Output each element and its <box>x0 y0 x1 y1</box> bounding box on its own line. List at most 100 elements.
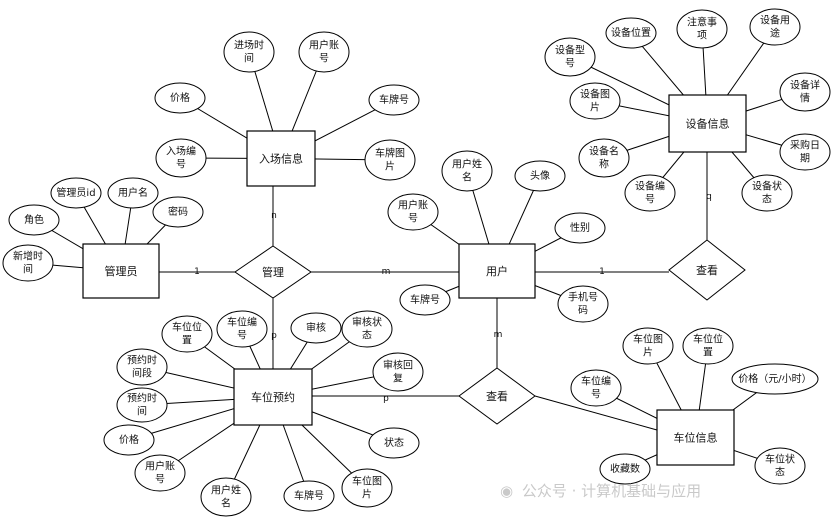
attribute-ellipse <box>161 315 213 353</box>
attribute-label: 角色 <box>24 213 44 226</box>
attribute-ellipse <box>290 312 342 344</box>
attribute-label: 预约时间 <box>127 391 157 417</box>
attribute-label: 设备状态 <box>752 179 782 205</box>
entity-box-entry-info <box>246 130 316 187</box>
attribute-label: 车位图片 <box>633 332 663 358</box>
attribute-ellipse <box>731 363 819 395</box>
entity-box-device-info <box>668 94 747 153</box>
attribute-ellipse <box>368 84 420 116</box>
attribute-ellipse <box>155 138 207 178</box>
attribute-label: 用户姓名 <box>452 157 482 183</box>
attribute-ellipse <box>441 150 493 192</box>
attribute-ellipse <box>116 348 168 386</box>
attribute-ellipse <box>554 212 606 244</box>
attribute-label: 审核状态 <box>352 315 382 341</box>
attribute-ellipse <box>116 387 168 423</box>
cardinality-label: p <box>383 394 389 404</box>
attribute-label: 价格 <box>119 433 139 446</box>
attribute-label: 价格（元/小时） <box>738 372 811 385</box>
attribute-label: 密码 <box>168 205 188 218</box>
attribute-ellipse <box>223 31 275 73</box>
attribute-ellipse <box>103 424 155 456</box>
entity-box-spot-info <box>656 409 735 466</box>
attribute-ellipse <box>2 244 54 282</box>
attribute-ellipse <box>557 285 609 323</box>
attribute-label: 新增时间 <box>13 249 43 275</box>
attribute-ellipse <box>399 284 451 316</box>
attribute-label: 采购日期 <box>790 138 820 164</box>
attribute-label: 车位状态 <box>765 452 795 478</box>
relation-diamond-view-device <box>668 239 746 301</box>
attribute-label: 车位编号 <box>227 315 257 341</box>
entity-label: 车位信息 <box>674 430 718 444</box>
relation-label: 管理 <box>262 265 284 279</box>
attribute-label: 性别 <box>570 221 590 234</box>
attribute-label: 收藏数 <box>610 462 640 475</box>
relation-label: 查看 <box>696 263 718 277</box>
attribute-label: 车位位置 <box>693 332 723 358</box>
attribute-ellipse <box>754 447 806 485</box>
cardinality-label: q <box>706 192 712 202</box>
attribute-ellipse <box>578 138 630 178</box>
attribute-ellipse <box>624 174 676 212</box>
attribute-ellipse <box>134 454 186 492</box>
attribute-label: 车牌号 <box>410 293 440 306</box>
attribute-ellipse <box>599 453 651 485</box>
attribute-label: 设备名称 <box>589 144 619 170</box>
attribute-ellipse <box>154 82 206 114</box>
attribute-label: 头像 <box>530 170 550 182</box>
cardinality-label: m <box>494 330 503 340</box>
attribute-ellipse <box>622 327 674 365</box>
attribute-label: 状态 <box>384 436 404 449</box>
attribute-ellipse <box>569 82 621 120</box>
attribute-ellipse <box>544 37 596 77</box>
attribute-ellipse <box>779 133 831 171</box>
entity-box-admin <box>82 243 160 299</box>
attribute-ellipse <box>50 177 102 209</box>
attribute-ellipse <box>200 477 252 517</box>
attribute-label: 用户姓名 <box>211 483 241 509</box>
attribute-ellipse <box>107 177 159 209</box>
attribute-label: 用户名 <box>118 186 148 199</box>
attribute-label: 设备图片 <box>580 87 610 113</box>
attribute-label: 车位编号 <box>581 374 611 400</box>
entity-label: 车位预约 <box>251 390 295 404</box>
cardinality-label: 1 <box>599 267 605 277</box>
cardinality-label: p <box>271 331 277 341</box>
attribute-ellipse <box>570 369 622 407</box>
attribute-label: 设备型号 <box>555 43 585 69</box>
attribute-ellipse <box>368 427 420 459</box>
attribute-ellipse <box>8 204 60 236</box>
attribute-ellipse <box>372 352 424 392</box>
attribute-label: 用户账号 <box>145 459 175 485</box>
attribute-ellipse <box>283 480 335 512</box>
attribute-ellipse <box>387 193 439 231</box>
attribute-ellipse <box>676 9 728 49</box>
relation-diamond-manage <box>234 245 312 299</box>
attribute-label: 审核回复 <box>383 358 413 384</box>
attribute-label: 设备位置 <box>611 26 651 39</box>
entity-box-user <box>458 243 536 299</box>
entity-label: 入场信息 <box>259 151 303 165</box>
attribute-label: 用户账号 <box>309 38 339 64</box>
cardinality-label: 1 <box>194 267 200 277</box>
attribute-label: 车牌号 <box>379 93 409 106</box>
relation-diamond-view-spot <box>458 367 536 425</box>
attribute-ellipse <box>779 72 831 112</box>
entity-label: 设备信息 <box>686 116 730 130</box>
attribute-ellipse <box>514 160 566 192</box>
attribute-label: 审核 <box>306 321 326 334</box>
attribute-label: 车牌号 <box>294 489 324 502</box>
attribute-ellipse <box>341 310 393 348</box>
relation-connector <box>534 395 658 431</box>
attribute-label: 用户账号 <box>398 198 428 224</box>
attribute-label: 设备编号 <box>635 179 665 205</box>
attribute-label: 车牌图片 <box>375 146 405 172</box>
attribute-label: 进场时间 <box>234 38 264 64</box>
relation-label: 查看 <box>486 389 508 403</box>
attribute-label: 手机号码 <box>568 290 598 316</box>
entity-box-booking <box>233 368 313 426</box>
attribute-label: 设备用途 <box>760 13 790 39</box>
